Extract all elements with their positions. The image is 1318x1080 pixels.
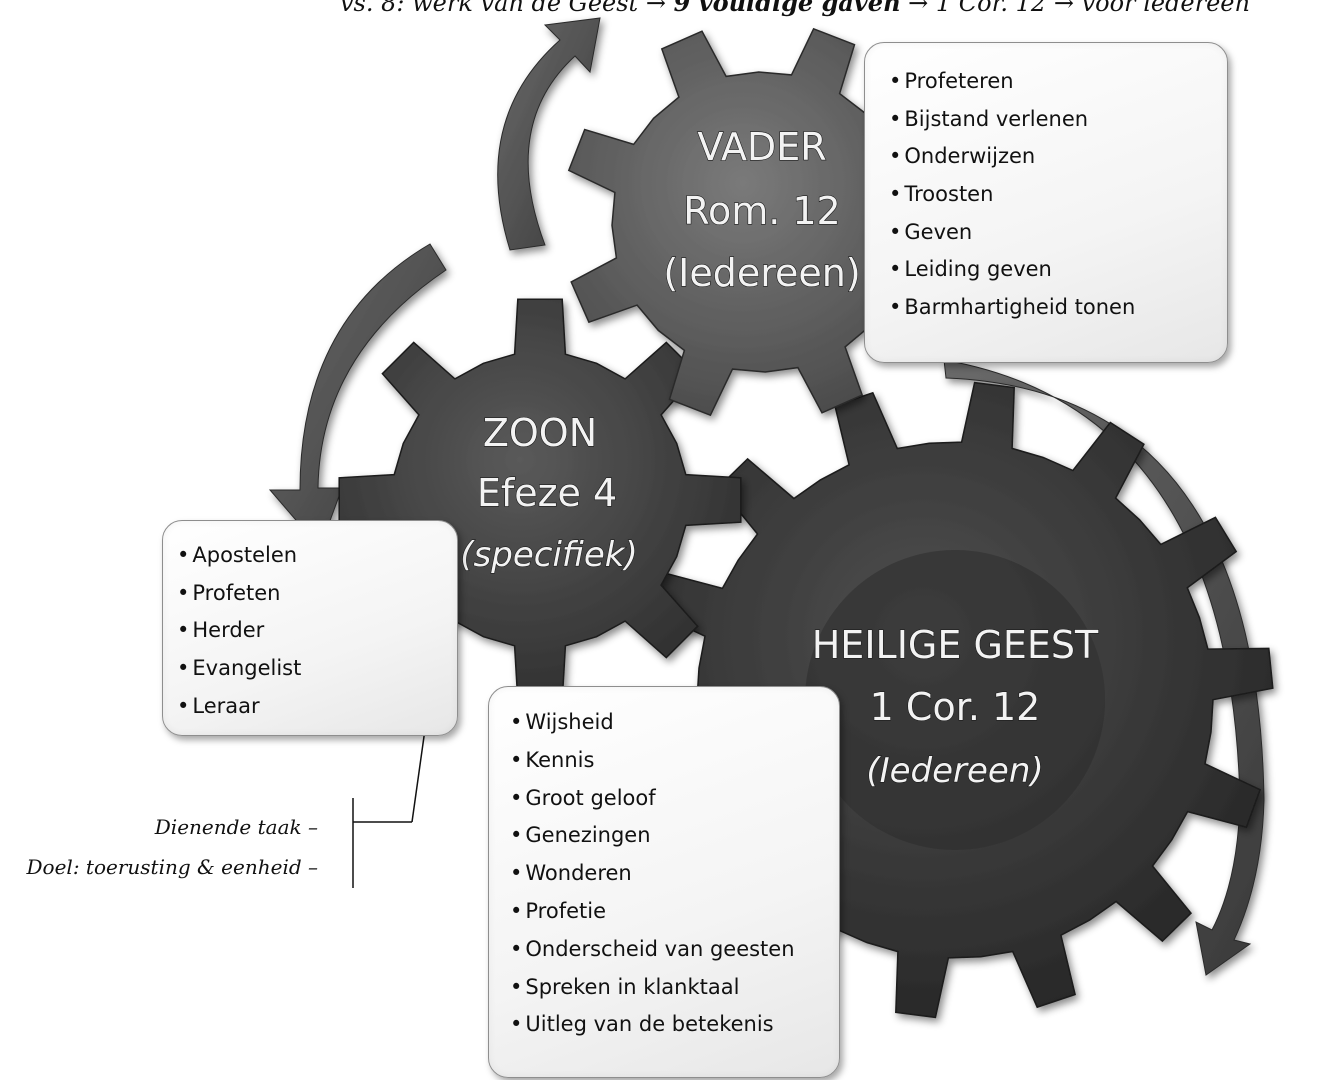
gear-vader-reference: Rom. 12	[683, 189, 840, 233]
caption-arrow-3: →	[1053, 0, 1074, 17]
gear-vader-title: VADER	[697, 125, 826, 169]
list-item: Groot geloof	[510, 780, 839, 818]
list-item: Leiding geven	[889, 251, 1227, 289]
list-item: Genezingen	[510, 817, 839, 855]
caption-start: vs. 8: werk van de Geest	[340, 0, 639, 17]
gear-heilige-geest-hub	[805, 550, 1105, 850]
list-item: Wonderen	[510, 855, 839, 893]
list-item: Bijstand verlenen	[889, 101, 1227, 139]
annotation-doel: Doel: toerusting & eenheid –	[26, 855, 318, 879]
zoon-gifts-list: Apostelen Profeten Herder Evangelist Ler…	[177, 537, 457, 725]
caption-arrow-1: →	[645, 0, 666, 17]
caption-arrow-2: →	[908, 0, 929, 17]
list-item: Onderwijzen	[889, 138, 1227, 176]
arrow-right	[943, 359, 1265, 976]
list-item: Profeten	[177, 575, 457, 613]
list-item: Profeteren	[889, 63, 1227, 101]
list-item: Herder	[177, 612, 457, 650]
geest-gifts-list: Wijsheid Kennis Groot geloof Genezingen …	[510, 704, 839, 1044]
gear-vader-scope: (Iedereen)	[663, 251, 860, 295]
caption-end: 1 Cor. 12	[935, 0, 1047, 17]
caption-last: voor iedereen	[1081, 0, 1250, 17]
list-item: Troosten	[889, 176, 1227, 214]
vader-gifts-box: Profeteren Bijstand verlenen Onderwijzen…	[864, 42, 1228, 363]
gear-zoon-title: ZOON	[483, 411, 597, 455]
gear-heilige-geest-scope: (Iedereen)	[866, 751, 1043, 791]
gear-heilige-geest-title: HEILIGE GEEST	[812, 623, 1099, 667]
gear-zoon-scope: (specifiek)	[460, 535, 637, 575]
vader-gifts-list: Profeteren Bijstand verlenen Onderwijzen…	[889, 63, 1227, 327]
list-item: Kennis	[510, 742, 839, 780]
list-item: Onderscheid van geesten	[510, 931, 839, 969]
page-caption: vs. 8: werk van de Geest → 9 vouldige ga…	[340, 0, 1250, 17]
geest-gifts-box: Wijsheid Kennis Groot geloof Genezingen …	[488, 686, 840, 1078]
list-item: Wijsheid	[510, 704, 839, 742]
arrow-top-left	[497, 17, 601, 251]
caption-bold: 9 vouldige gaven	[673, 0, 901, 17]
gear-zoon-reference: Efeze 4	[477, 471, 617, 515]
list-item: Leraar	[177, 688, 457, 726]
list-item: Geven	[889, 214, 1227, 252]
list-item: Profetie	[510, 893, 839, 931]
gear-heilige-geest-reference: 1 Cor. 12	[870, 685, 1041, 729]
zoon-gifts-box: Apostelen Profeten Herder Evangelist Ler…	[162, 520, 458, 736]
list-item: Evangelist	[177, 650, 457, 688]
list-item: Apostelen	[177, 537, 457, 575]
list-item: Uitleg van de betekenis	[510, 1006, 839, 1044]
list-item: Spreken in klanktaal	[510, 969, 839, 1007]
list-item: Barmhartigheid tonen	[889, 289, 1227, 327]
annotation-dienende-taak: Dienende taak –	[154, 815, 318, 839]
